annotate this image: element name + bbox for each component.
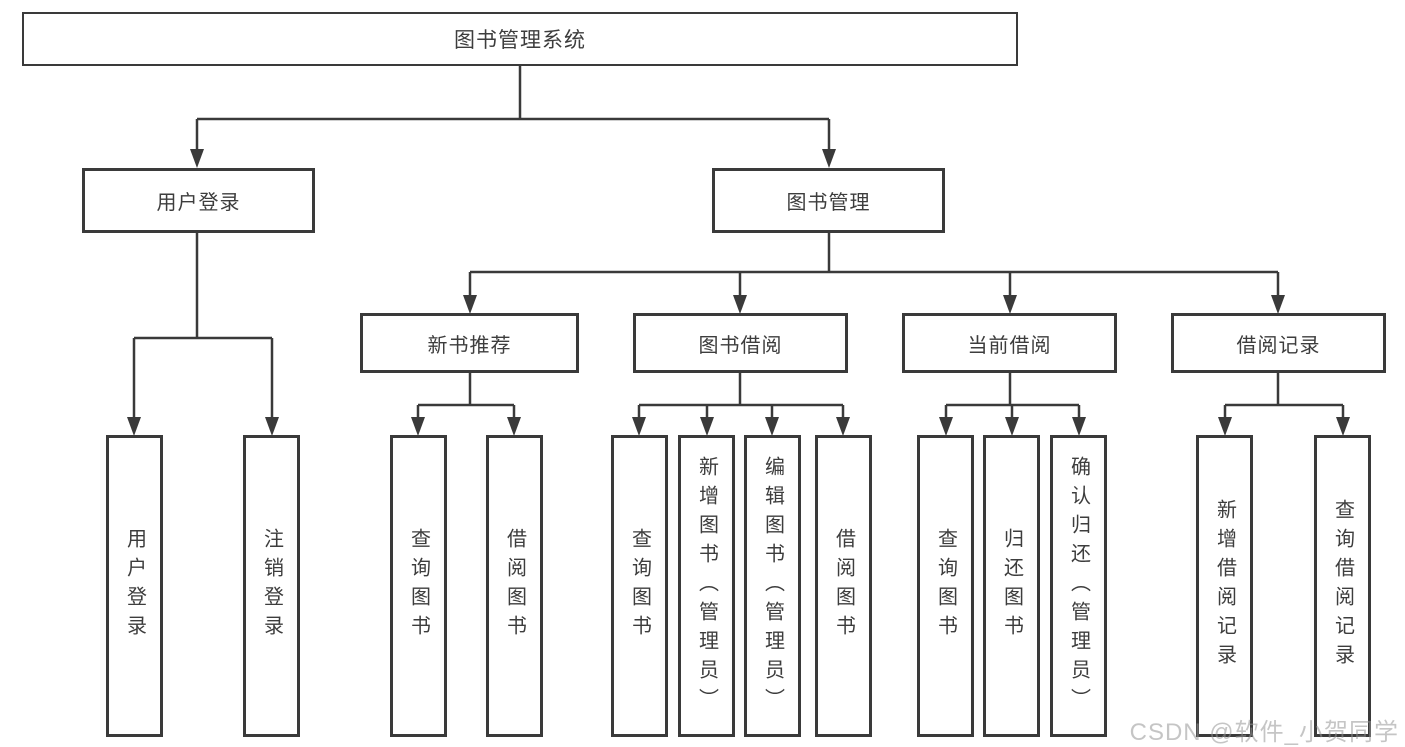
node-label: 查询借阅记录 bbox=[1331, 499, 1354, 673]
node-label: 图书借阅 bbox=[698, 334, 783, 357]
arrowhead-icon bbox=[632, 417, 646, 436]
arrowhead-icon bbox=[1271, 295, 1285, 314]
node-label: 新增图书（管理员） bbox=[695, 455, 718, 717]
connector-current-borrow-children bbox=[939, 373, 1086, 436]
node-book-borrow: 图书借阅 bbox=[633, 313, 848, 373]
arrowhead-icon bbox=[733, 295, 747, 314]
node-label: 查询图书 bbox=[407, 528, 430, 644]
leaf-add-book-admin: 新增图书（管理员） bbox=[678, 435, 735, 737]
arrowhead-icon bbox=[1005, 417, 1019, 436]
leaf-add-borrow-record: 新增借阅记录 bbox=[1196, 435, 1253, 737]
leaf-user-login: 用户登录 bbox=[106, 435, 163, 737]
arrowhead-icon bbox=[127, 417, 141, 436]
node-book-management: 图书管理 bbox=[712, 168, 945, 233]
leaf-logout: 注销登录 bbox=[243, 435, 300, 737]
node-label: 图书管理 bbox=[786, 192, 871, 214]
node-label: 借阅记录 bbox=[1236, 334, 1321, 357]
leaf-borrow-books-1: 借阅图书 bbox=[486, 435, 543, 737]
node-label: 编辑图书（管理员） bbox=[761, 455, 784, 717]
node-label: 确认归还（管理员） bbox=[1067, 455, 1090, 717]
node-label: 新增借阅记录 bbox=[1213, 499, 1236, 673]
leaf-query-borrow-record: 查询借阅记录 bbox=[1314, 435, 1371, 737]
leaf-borrow-books-2: 借阅图书 bbox=[815, 435, 872, 737]
leaf-query-books-1: 查询图书 bbox=[390, 435, 447, 737]
node-current-borrow: 当前借阅 bbox=[902, 313, 1117, 373]
arrowhead-icon bbox=[1218, 417, 1232, 436]
arrowhead-icon bbox=[700, 417, 714, 436]
node-user-login: 用户登录 bbox=[82, 168, 315, 233]
arrowhead-icon bbox=[822, 149, 836, 168]
arrowhead-icon bbox=[463, 295, 477, 314]
arrowhead-icon bbox=[1072, 417, 1086, 436]
node-label: 借阅图书 bbox=[503, 528, 526, 644]
node-label: 用户登录 bbox=[156, 192, 241, 214]
leaf-query-books-2: 查询图书 bbox=[611, 435, 668, 737]
node-label: 查询图书 bbox=[628, 528, 651, 644]
leaf-return-book: 归还图书 bbox=[983, 435, 1040, 737]
csdn-watermark: CSDN @软件_小贺同学 bbox=[1129, 719, 1399, 746]
leaf-edit-book-admin: 编辑图书（管理员） bbox=[744, 435, 801, 737]
node-label: 用户登录 bbox=[123, 528, 146, 644]
node-label: 归还图书 bbox=[1000, 528, 1023, 644]
leaf-confirm-return-admin: 确认归还（管理员） bbox=[1050, 435, 1107, 737]
arrowhead-icon bbox=[411, 417, 425, 436]
connector-user-login-children bbox=[127, 233, 279, 436]
connector-book-mgmt-children bbox=[463, 233, 1285, 314]
node-root-library-system: 图书管理系统 bbox=[22, 12, 1018, 66]
node-label: 图书管理系统 bbox=[454, 29, 586, 52]
arrowhead-icon bbox=[507, 417, 521, 436]
node-new-book-recommend: 新书推荐 bbox=[360, 313, 579, 373]
arrowhead-icon bbox=[1336, 417, 1350, 436]
arrowhead-icon bbox=[765, 417, 779, 436]
node-label: 新书推荐 bbox=[427, 334, 512, 357]
connector-borrow-record-children bbox=[1218, 373, 1350, 436]
arrowhead-icon bbox=[836, 417, 850, 436]
node-label: 当前借阅 bbox=[967, 334, 1052, 357]
leaf-query-books-3: 查询图书 bbox=[917, 435, 974, 737]
arrowhead-icon bbox=[190, 149, 204, 168]
node-label: 查询图书 bbox=[934, 528, 957, 644]
arrowhead-icon bbox=[1003, 295, 1017, 314]
connector-new-book-children bbox=[411, 373, 521, 436]
connector-book-borrow-children bbox=[632, 373, 850, 436]
arrowhead-icon bbox=[939, 417, 953, 436]
arrowhead-icon bbox=[265, 417, 279, 436]
connector-root-to-level2 bbox=[190, 66, 836, 168]
node-label: 借阅图书 bbox=[832, 528, 855, 644]
node-label: 注销登录 bbox=[260, 528, 283, 644]
node-borrow-record: 借阅记录 bbox=[1171, 313, 1386, 373]
